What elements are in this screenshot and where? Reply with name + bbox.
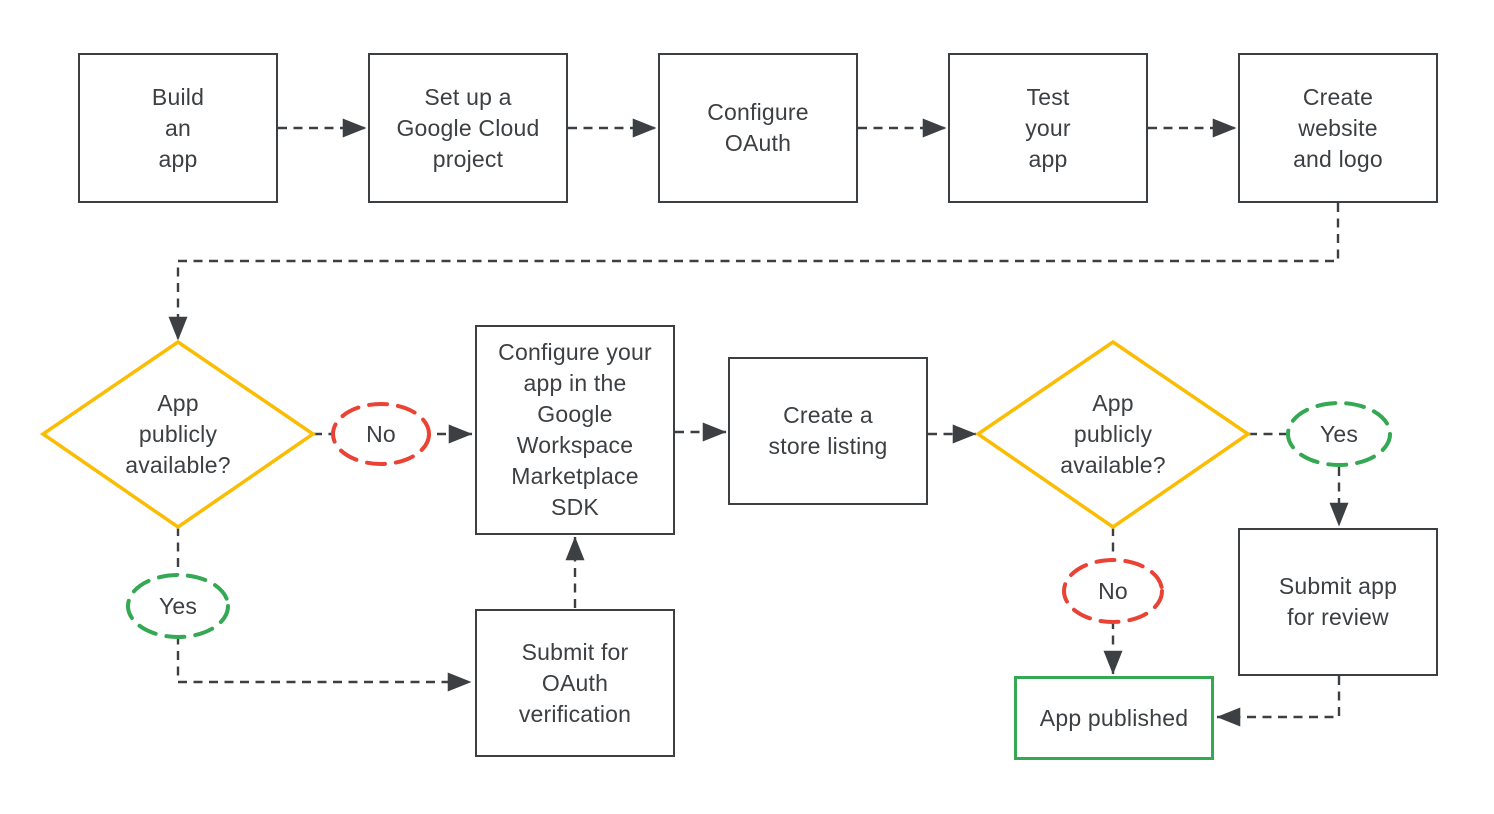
node-submit-oauth: Submit for OAuth verification bbox=[475, 609, 675, 757]
node-test-app: Test your app bbox=[948, 53, 1148, 203]
yes1-bubble bbox=[126, 573, 230, 639]
node-store-listing-label: Create a store listing bbox=[768, 402, 888, 459]
yes2-bubble bbox=[1286, 401, 1392, 467]
connector-submit-review-to-published bbox=[1216, 676, 1341, 727]
node-test-app-label: Test your app bbox=[1025, 83, 1071, 172]
node-submit-oauth-label: Submit for OAuth verification bbox=[518, 638, 632, 727]
edge-label-yes1: Yes bbox=[128, 575, 228, 637]
node-decision2-label: App publicly available? bbox=[1060, 390, 1166, 478]
node-configure-sdk-label: Configure your app in the Google Workspa… bbox=[498, 339, 652, 520]
node-decision2: App publicly available? bbox=[978, 342, 1248, 527]
node-build-app: Build an app bbox=[78, 53, 278, 203]
node-configure-oauth-label: Configure OAuth bbox=[707, 99, 809, 156]
edge-label-yes2-text: Yes bbox=[1319, 420, 1359, 447]
decision1-diamond bbox=[39, 339, 317, 530]
node-app-published-label: App published bbox=[1039, 704, 1189, 731]
node-submit-review: Submit app for review bbox=[1238, 528, 1438, 676]
edge-label-yes1-text: Yes bbox=[158, 592, 198, 619]
edge-label-no1-text: No bbox=[366, 420, 396, 447]
node-create-website-label: Create website and logo bbox=[1293, 83, 1383, 172]
decision2-diamond bbox=[974, 339, 1252, 530]
node-configure-oauth: Configure OAuth bbox=[658, 53, 858, 203]
node-decision1-label: App publicly available? bbox=[125, 390, 231, 478]
connector-website-to-decision1 bbox=[168, 203, 1340, 341]
node-setup-project: Set up a Google Cloud project bbox=[368, 53, 568, 203]
edge-label-no2-text: No bbox=[1098, 577, 1128, 604]
node-decision1: App publicly available? bbox=[43, 342, 313, 527]
edge-label-no2: No bbox=[1063, 560, 1163, 622]
node-store-listing: Create a store listing bbox=[728, 357, 928, 505]
node-build-app-label: Build an app bbox=[151, 83, 205, 172]
edge-label-no1: No bbox=[333, 404, 429, 464]
no2-bubble bbox=[1062, 558, 1164, 624]
node-app-published: App published bbox=[1014, 676, 1214, 760]
node-setup-project-label: Set up a Google Cloud project bbox=[396, 83, 540, 172]
node-submit-review-label: Submit app for review bbox=[1278, 573, 1398, 630]
no1-bubble bbox=[331, 402, 431, 466]
node-configure-sdk: Configure your app in the Google Workspa… bbox=[475, 325, 675, 535]
node-create-website: Create website and logo bbox=[1238, 53, 1438, 203]
edge-label-yes2: Yes bbox=[1288, 403, 1390, 465]
